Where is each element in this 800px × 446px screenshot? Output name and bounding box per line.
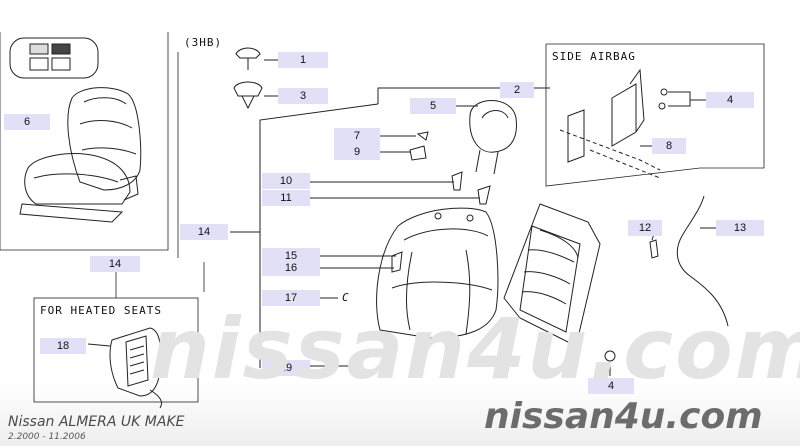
- callout-12[interactable]: 12: [628, 220, 662, 236]
- callout-5[interactable]: 5: [410, 98, 456, 114]
- callout-4-airbag[interactable]: 4: [706, 92, 754, 108]
- watermark-footer: nissan4u.com: [484, 396, 763, 437]
- footer-band: [0, 384, 800, 446]
- callout-11[interactable]: 11: [262, 190, 310, 206]
- bolt-part-4: [604, 350, 616, 362]
- callout-1[interactable]: 1: [278, 52, 328, 68]
- callout-19[interactable]: 19: [262, 360, 310, 376]
- complete-seat-drawing: [19, 87, 142, 223]
- callout-4-bolt[interactable]: 4: [588, 378, 634, 394]
- left-panel-frame: [0, 32, 169, 251]
- seatback-frame: [503, 203, 601, 347]
- side-airbag-frame: [545, 43, 765, 187]
- car-pictogram: [9, 37, 99, 79]
- headrest: [469, 100, 517, 175]
- callout-10[interactable]: 10: [262, 173, 310, 189]
- callout-17[interactable]: 17: [262, 290, 320, 306]
- callout-14-heated[interactable]: 14: [90, 256, 140, 272]
- callout-18[interactable]: 18: [40, 338, 86, 354]
- callout-13[interactable]: 13: [716, 220, 764, 236]
- clip-part-1: [235, 47, 261, 70]
- side-airbag-title: SIDE AIRBAG: [552, 50, 636, 63]
- watermark-center: nissan4u.com: [150, 300, 800, 398]
- footer-model-title: Nissan ALMERA UK MAKE: [8, 414, 185, 430]
- footer-production-dates: 2.2000 - 11.2006: [8, 432, 86, 442]
- callout-7[interactable]: 7: [334, 128, 380, 144]
- clip-part-3: [233, 81, 263, 110]
- callout-16[interactable]: 16: [262, 260, 320, 276]
- marker-c: C: [342, 291, 350, 304]
- callout-2[interactable]: 2: [500, 82, 534, 98]
- variant-note: (3HB): [184, 36, 223, 49]
- callout-3[interactable]: 3: [278, 88, 328, 104]
- seatback-cushion: [376, 207, 499, 339]
- callout-8[interactable]: 8: [652, 138, 686, 154]
- harness-wire: [676, 195, 729, 327]
- callout-14[interactable]: 14: [180, 224, 228, 240]
- seat-heater-pad: [109, 327, 163, 409]
- callout-6[interactable]: 6: [4, 114, 50, 130]
- heated-seats-title: FOR HEATED SEATS: [40, 304, 162, 317]
- callout-9[interactable]: 9: [334, 144, 380, 160]
- side-airbag-module: [567, 68, 645, 163]
